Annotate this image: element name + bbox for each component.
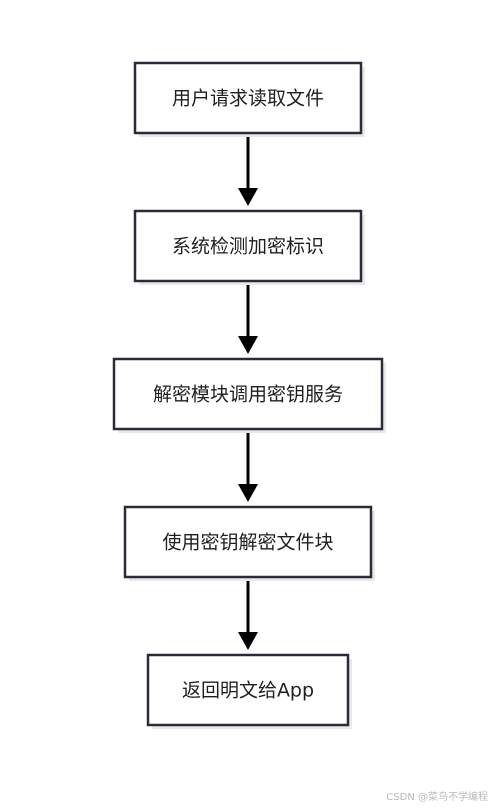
- arrow-n2-n3: [238, 282, 258, 354]
- flowchart-node-5: 返回明文给App: [146, 653, 352, 729]
- node-3-label: 解密模块调用密钥服务: [153, 384, 343, 406]
- arrow-n4-n5: [238, 578, 258, 650]
- arrow-n3-n4: [238, 430, 258, 502]
- node-2-label: 系统检测加密标识: [172, 236, 324, 258]
- node-1-label: 用户请求读取文件: [172, 88, 324, 110]
- csdn-watermark: CSDN @菜鸟不学编程: [386, 792, 488, 803]
- arrow-n1-n2: [238, 134, 258, 206]
- flowchart-node-4: 使用密钥解密文件块: [123, 505, 375, 581]
- node-4-label: 使用密钥解密文件块: [162, 532, 333, 554]
- flowchart-node-1: 用户请求读取文件: [133, 61, 365, 137]
- flowchart-node-3: 解密模块调用密钥服务: [112, 357, 386, 433]
- flowchart-node-2: 系统检测加密标识: [133, 209, 365, 285]
- node-5-label: 返回明文给App: [182, 680, 314, 702]
